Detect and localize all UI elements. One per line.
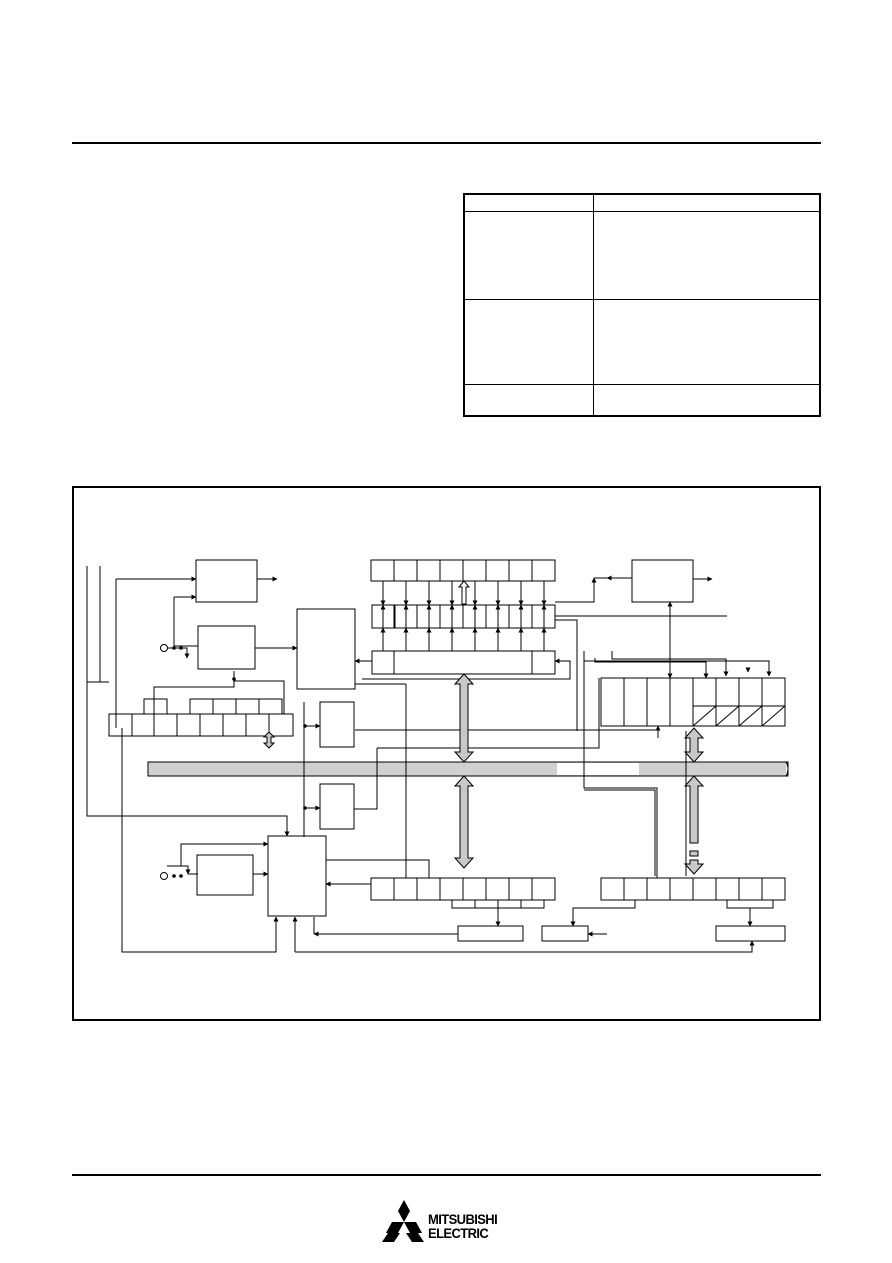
bus-arrow-lower	[453, 775, 475, 869]
register-row-1	[370, 559, 556, 582]
junction-dots	[172, 646, 307, 878]
register-strip-left	[108, 698, 294, 737]
block-f	[631, 559, 694, 603]
table-cell	[593, 193, 821, 212]
table-cell	[593, 383, 821, 417]
logo-line-1: MITSUBISHI	[428, 1211, 498, 1228]
table-cell	[463, 193, 594, 212]
block-a	[195, 559, 258, 603]
mitsubishi-logo: MITSUBISHI ELECTRIC	[382, 1200, 522, 1245]
small-up-arrow	[457, 580, 471, 605]
table-cell	[593, 298, 821, 385]
input-terminal	[160, 644, 168, 652]
table-cell	[593, 210, 821, 300]
table-cell	[463, 383, 594, 417]
bracket-a	[451, 900, 545, 909]
signal-wires	[86, 566, 772, 953]
block-d	[319, 701, 355, 748]
register-row-5	[600, 877, 786, 901]
register-row-4	[370, 877, 556, 901]
block-h	[267, 835, 327, 917]
internal-bus	[147, 761, 789, 777]
block-g	[196, 854, 254, 896]
register-row-2	[371, 604, 556, 629]
register-group-right	[600, 677, 786, 727]
table-cell	[463, 210, 594, 300]
table-row	[463, 298, 821, 385]
block-e	[319, 783, 355, 830]
table-row	[463, 210, 821, 300]
block-diagram	[72, 486, 821, 1021]
diagram-frame	[72, 486, 821, 1021]
table-row	[463, 383, 821, 417]
register-arrows	[380, 581, 547, 651]
bus-arrow-small	[262, 731, 276, 749]
bus-arrow-upper	[453, 673, 475, 763]
block-c	[296, 608, 356, 690]
top-rule	[72, 142, 821, 144]
table-cell	[463, 298, 594, 385]
input-terminal	[160, 872, 168, 880]
block-k	[715, 925, 786, 942]
bracket-b	[726, 900, 774, 909]
bus-arrow-right-lower	[683, 775, 705, 844]
block-i	[457, 925, 524, 942]
bottom-rule	[72, 1174, 821, 1176]
register-row-3	[371, 650, 556, 675]
bus-arrow-right-tip	[683, 850, 705, 875]
bus-arrows	[262, 580, 705, 875]
bus-arrow-right-upper	[683, 727, 705, 763]
three-diamonds-icon	[382, 1200, 424, 1242]
logo-line-2: ELECTRIC	[428, 1225, 489, 1242]
table-row	[463, 193, 821, 212]
block-j	[541, 925, 589, 942]
spec-table	[463, 193, 821, 417]
block-b	[197, 625, 256, 670]
